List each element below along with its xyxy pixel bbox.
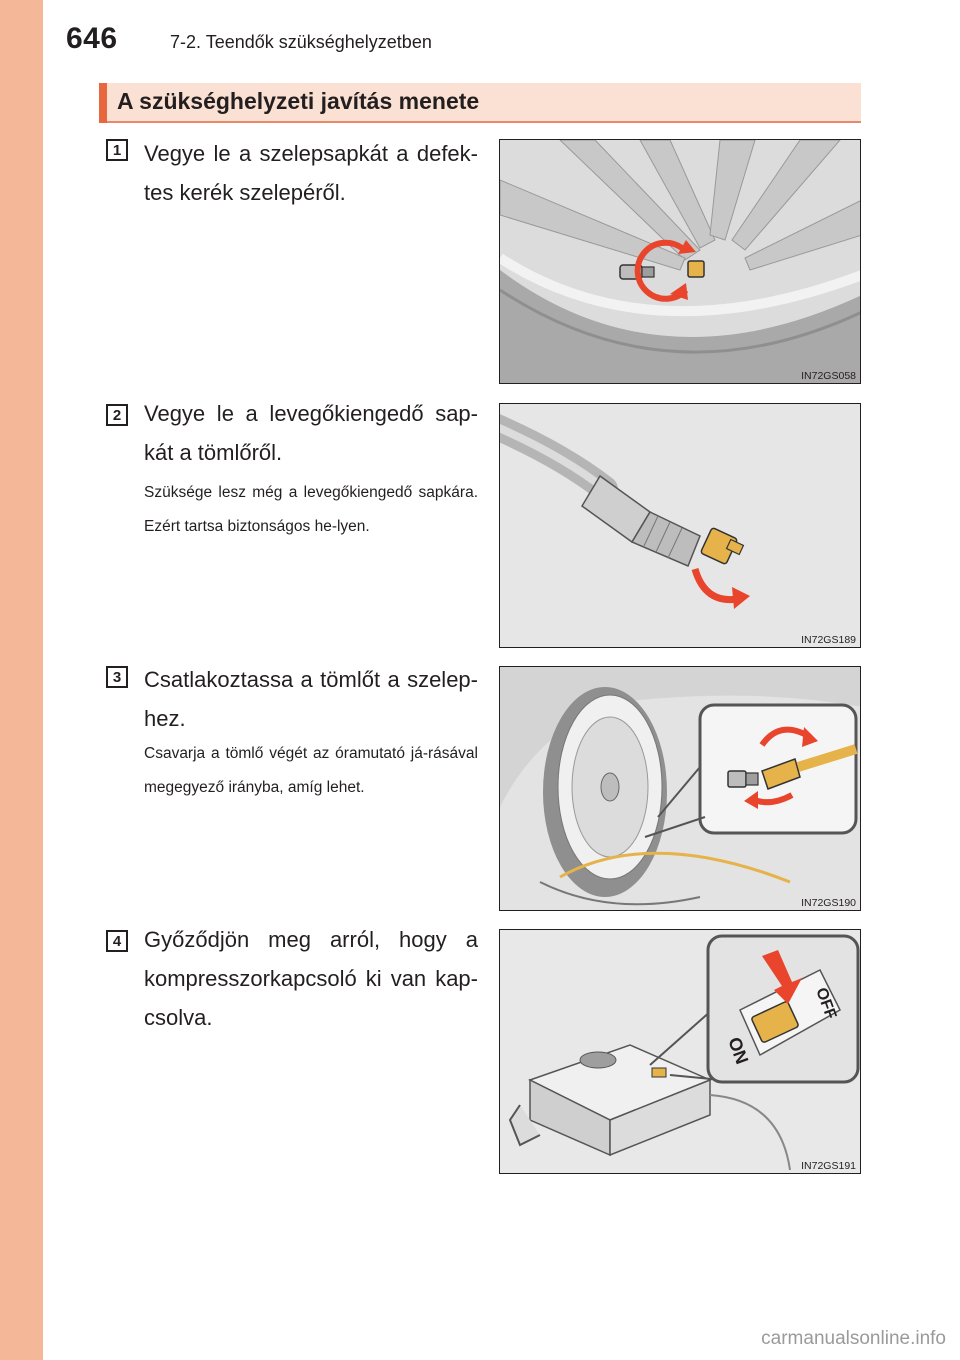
section-title: A szükséghelyzeti javítás menete bbox=[117, 88, 480, 114]
step-number-badge: 3 bbox=[106, 666, 128, 688]
watermark: carmanualsonline.info bbox=[761, 1328, 946, 1349]
step-number-badge: 1 bbox=[106, 139, 128, 161]
step-number-badge: 2 bbox=[106, 404, 128, 426]
hose-to-valve-illustration: IN72GS190 bbox=[500, 667, 860, 910]
valve-cap-illustration: IN72GS058 bbox=[500, 140, 860, 383]
figure-code: IN72GS191 bbox=[801, 1160, 856, 1172]
section-header-accent bbox=[99, 83, 107, 123]
side-band bbox=[0, 0, 43, 1360]
compressor-switch-illustration: OFF ON IN72GS191 bbox=[500, 930, 860, 1173]
figure-hose-cap: IN72GS189 bbox=[499, 403, 861, 648]
step-instruction: Vegye le a levegőkiengedő sap-kát a töml… bbox=[144, 401, 478, 465]
figure-valve-cap: IN72GS058 bbox=[499, 139, 861, 384]
step-instruction: Csatlakoztassa a tömlőt a szelep-hez. bbox=[144, 667, 478, 731]
figure-compressor-switch: OFF ON IN72GS191 bbox=[499, 929, 861, 1174]
step-note: Csavarja a tömlő végét az óramutató já-r… bbox=[144, 745, 478, 796]
figure-code: IN72GS189 bbox=[801, 634, 856, 646]
section-header: A szükséghelyzeti javítás menete bbox=[99, 83, 861, 123]
figure-code: IN72GS058 bbox=[801, 370, 856, 382]
step-note: Szüksége lesz még a levegőkiengedő sapká… bbox=[144, 484, 478, 535]
step-number-badge: 4 bbox=[106, 930, 128, 952]
figure-code: IN72GS190 bbox=[801, 897, 856, 909]
chapter-title: 7-2. Teendők szükséghelyzetben bbox=[170, 32, 432, 52]
page-number: 646 bbox=[66, 22, 118, 55]
step-instruction: Győződjön meg arról, hogy a kompresszork… bbox=[144, 927, 478, 1030]
hose-cap-illustration: IN72GS189 bbox=[500, 404, 860, 647]
figure-hose-to-valve: IN72GS190 bbox=[499, 666, 861, 911]
step-instruction: Vegye le a szelepsapkát a defek-tes keré… bbox=[144, 141, 478, 205]
